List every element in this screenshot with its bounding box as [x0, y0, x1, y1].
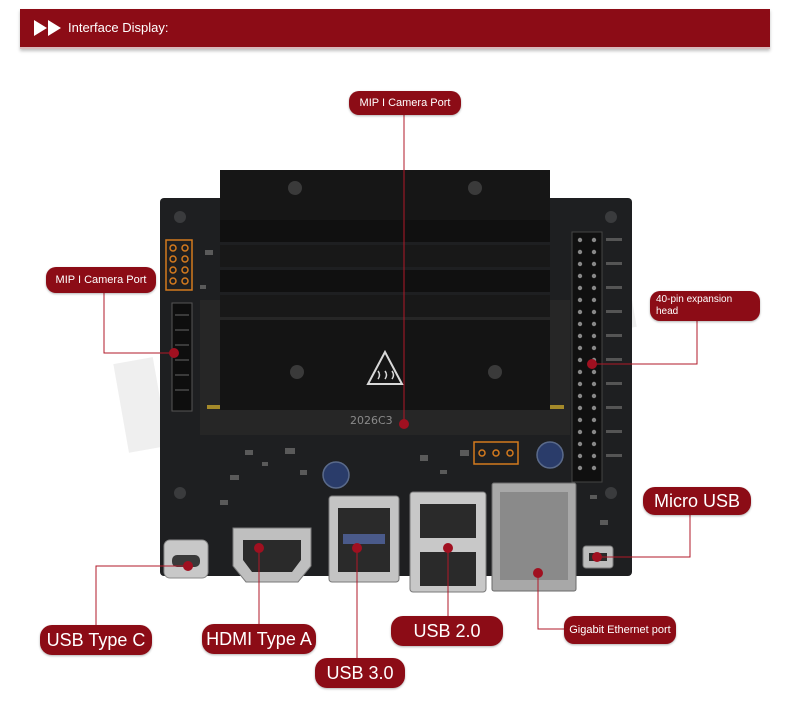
- silkscreen-code: 2026C3: [350, 414, 393, 427]
- label-gigabit-ethernet: Gigabit Ethernet port: [564, 616, 676, 644]
- ethernet-port: [491, 482, 577, 592]
- label-40pin-line2: head: [656, 306, 679, 317]
- hdmi-port: [232, 527, 312, 583]
- label-usb-2-0: USB 2.0: [391, 616, 503, 646]
- label-40pin-expansion: 40-pin expansion head: [650, 291, 760, 321]
- usb-type-c-port: [163, 539, 209, 579]
- header-title: Interface Display:: [68, 20, 169, 35]
- jumper-header: [165, 239, 193, 291]
- leader-dots: [169, 348, 602, 578]
- label-usb-3-0: USB 3.0: [315, 658, 405, 688]
- label-usb-type-c: USB Type C: [40, 625, 152, 655]
- double-arrow-right-icon: [34, 20, 61, 36]
- gpio-40pin-header: [571, 231, 622, 483]
- heatsink-module: 2026C3: [200, 170, 570, 435]
- label-micro-usb: Micro USB: [643, 487, 751, 515]
- leader-lines: [95, 112, 698, 665]
- hot-surface-warning-icon: [366, 349, 404, 385]
- usb3-port: [328, 495, 400, 583]
- label-mipi-camera-top: MIP I Camera Port: [349, 91, 461, 115]
- label-hdmi-type-a: HDMI Type A: [202, 624, 316, 654]
- label-40pin-line1: 40-pin expansion: [656, 294, 733, 305]
- section-header: Interface Display:: [20, 9, 770, 49]
- label-mipi-camera-left: MIP I Camera Port: [46, 267, 156, 293]
